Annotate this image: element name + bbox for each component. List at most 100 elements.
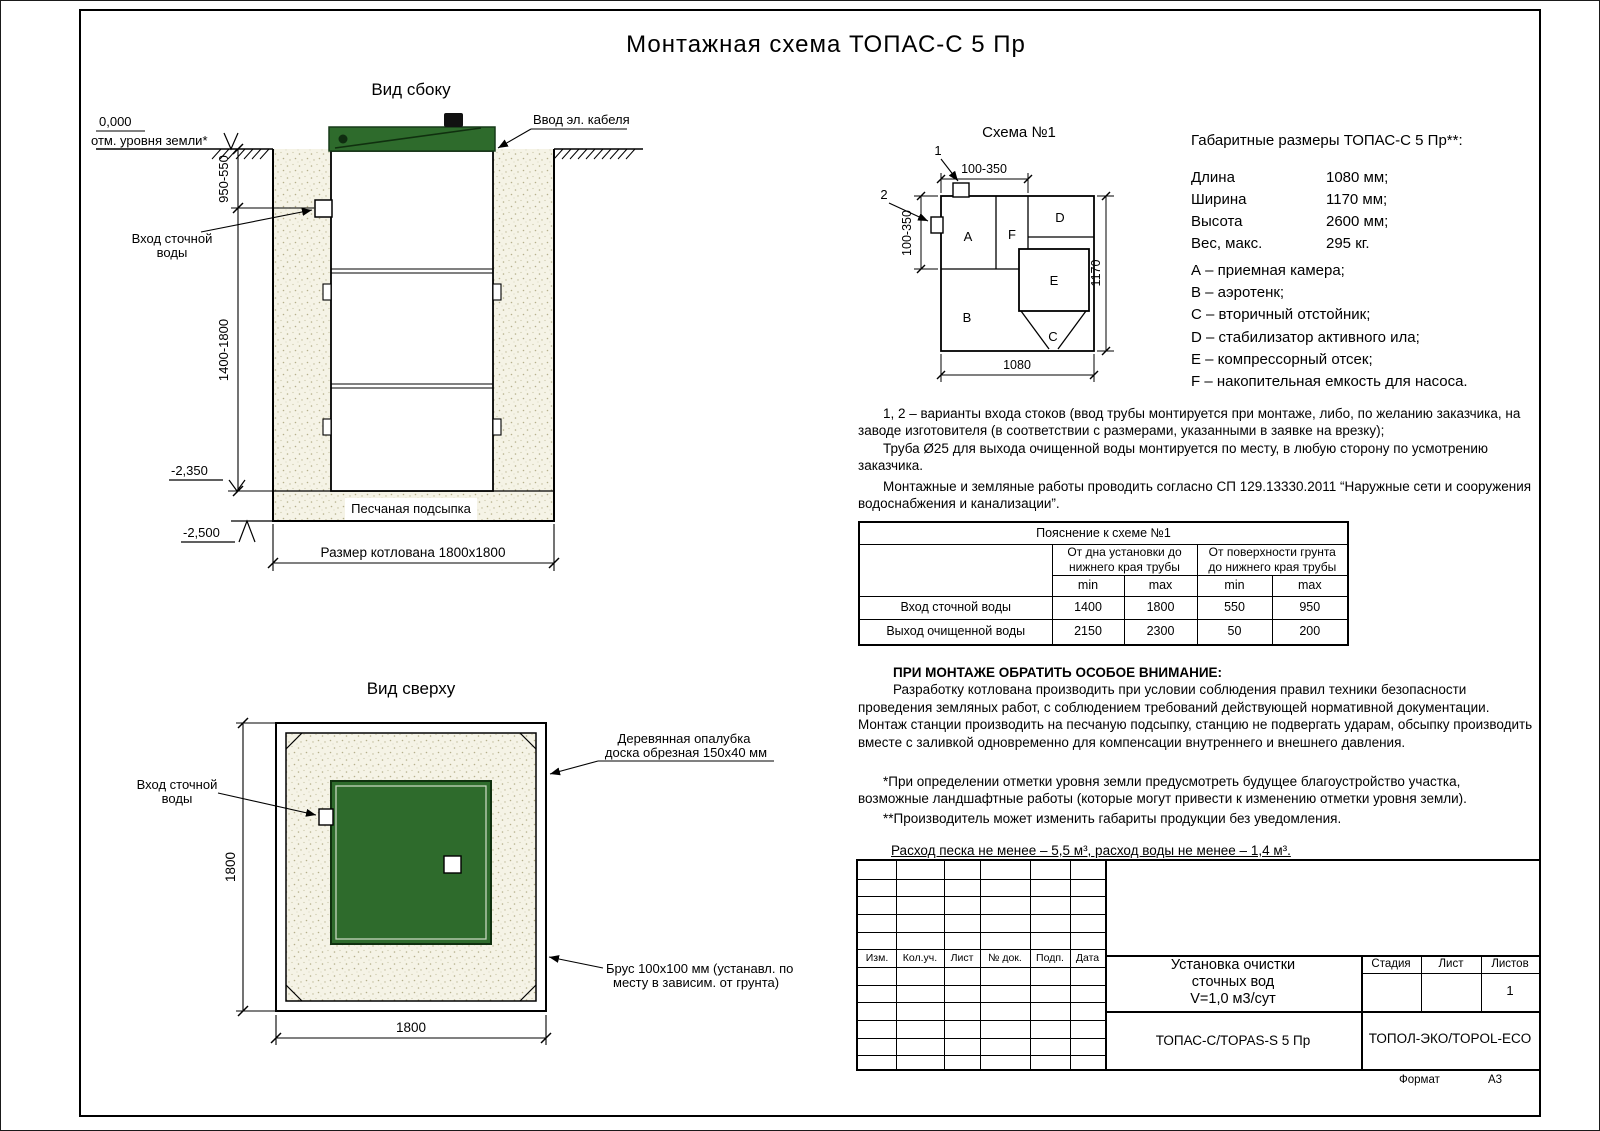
table-cell: 950 (1271, 596, 1349, 620)
cable-leader (497, 128, 627, 149)
consumption-note: Расход песка не менее – 5,5 м³, расход в… (891, 843, 1291, 858)
tb-stage-label: Стадия (1371, 958, 1411, 970)
dim-top: 100-350 (961, 162, 1007, 176)
tb-col-podp: Подп. (1036, 952, 1064, 964)
tank-lid (328, 126, 496, 152)
footnote-producer: **Производитель может изменить габариты … (883, 810, 1342, 826)
tb-col-data: Дата (1075, 952, 1100, 964)
table-title: Пояснение к схеме №1 (858, 521, 1349, 545)
table-row-label: Вход сточной воды (858, 596, 1053, 620)
explanation-table: Пояснение к схеме №1 От дна установки до… (858, 521, 1350, 646)
table-row-label: Выход очищенной воды (858, 619, 1053, 646)
spec-row: Высота 2600 мм; (1191, 211, 1388, 233)
tb-line (980, 861, 981, 1069)
table-corner-cell (858, 544, 1053, 597)
formwork-label-line1: Деревянная опалубка (618, 731, 752, 746)
zero-level-value: 0,000 (99, 114, 132, 129)
inlet-leader (217, 792, 317, 817)
note-pipe: Труба Ø25 для выхода очищенной воды монт… (858, 440, 1489, 474)
inlet-label-line2: воды (162, 791, 193, 806)
dim-body-depth: 1400-1800 (216, 319, 231, 381)
tb-col-izm: Изм. (865, 952, 889, 964)
table-cell: 2300 (1123, 619, 1198, 646)
sand-backfill (273, 149, 554, 521)
dim-left: 100-350 (900, 210, 914, 256)
tb-sheets-value: 1 (1506, 983, 1514, 998)
legend-item: А – приемная камера; (1191, 262, 1345, 279)
table-max-header: max (1123, 575, 1198, 597)
tb-line (858, 967, 1105, 968)
tank-top-inner-line (335, 785, 487, 940)
table-colgroup-1: От дна установки до нижнего края трубы (1051, 544, 1198, 576)
cell-d: D (1055, 210, 1064, 225)
legend-item: F – накопительная емкость для насоса. (1191, 373, 1468, 391)
table-cell: 1400 (1051, 596, 1125, 620)
spec-label: Длина (1191, 169, 1235, 186)
tb-line (1105, 861, 1107, 1069)
scheme-drawing: Схема №1 А В С D Е F 1 2 100-350 (880, 124, 1114, 382)
inlet-stub-top (318, 808, 334, 826)
ground-hatch (211, 148, 636, 160)
beam-label-line1: Брус 100х100 мм (устанавл. по (606, 961, 793, 976)
tb-line (858, 985, 1105, 986)
lid-diagonal (334, 127, 482, 149)
inlet-stub (314, 199, 333, 218)
spec-value: 2600 мм; (1326, 213, 1389, 230)
table-cell: 50 (1196, 619, 1273, 646)
attention-heading: ПРИ МОНТАЖЕ ОБРАТИТЬ ОСОБОЕ ВНИМАНИЕ: (893, 665, 1223, 680)
formwork-label-line2: доска обрезная 150х40 мм (605, 745, 767, 760)
sand-bedding-label: Песчаная подсыпка (351, 501, 471, 516)
tb-col-doc: № док. (988, 952, 1022, 964)
sheet-frame (79, 9, 1541, 1117)
inlet-leader (200, 208, 313, 233)
tb-line (1361, 955, 1363, 1069)
table-colgroup-2: От поверхности грунта до нижнего края тр… (1196, 544, 1349, 576)
depth-dimension-ticks (232, 143, 244, 497)
dim-width: 1800 (396, 1020, 426, 1035)
lid-hinge (338, 134, 348, 144)
table-cell: 2150 (1051, 619, 1125, 646)
dim-height: 1800 (223, 852, 238, 882)
spec-label: Высота (1191, 213, 1243, 230)
tb-company: ТОПОЛ-ЭКО/TOPOL-ECO (1368, 1031, 1532, 1046)
top-view-drawing: Вид сверху Вход сточной воды Деревянная … (137, 679, 793, 1045)
dim-right: 1170 (1089, 260, 1103, 287)
inlet-variant1-stub (952, 182, 970, 198)
note-variants: 1, 2 – варианты входа стоков (ввод трубы… (858, 406, 1521, 439)
note-regulations: Монтажные и земляные работы проводить со… (858, 479, 1532, 512)
beam-label-line2: месту в зависим. от грунта) (613, 975, 779, 990)
tb-line (1105, 1011, 1539, 1013)
bottom-dimension (936, 354, 1099, 382)
compartment-legend: А – приемная камера; В – аэротенк; С – в… (1191, 260, 1468, 393)
tank-ribs (331, 268, 493, 389)
doc-title-line1: Установка очистки (1170, 957, 1296, 973)
tb-line (858, 932, 1105, 933)
cell-c: С (1048, 329, 1057, 344)
level-bottom-mark (181, 519, 273, 543)
inlet-label-line1: Вход сточной (132, 231, 213, 246)
table-cell: 200 (1271, 619, 1349, 646)
pit-dimension-label: Размер котлована 1800х1800 (321, 545, 506, 560)
table-min-header: min (1051, 575, 1125, 597)
top-dimension (936, 173, 1033, 193)
doc-title-line2: сточных вод (1191, 974, 1275, 990)
notes-variants: 1, 2 – варианты входа стоков (ввод трубы… (858, 405, 1544, 475)
attention-body: Разработку котлована производить при усл… (858, 682, 1533, 750)
dim-bottom: 1080 (1003, 358, 1031, 372)
table-max-header: max (1271, 575, 1349, 597)
lid-cap (444, 113, 463, 127)
width-dimension-ticks (270, 1032, 552, 1044)
tb-sheet-label: Лист (1438, 958, 1464, 970)
tank-body (330, 150, 494, 492)
tb-col-koluch: Кол.уч. (902, 952, 938, 964)
spec-label: Вес, макс. (1191, 235, 1263, 252)
pit-outline (272, 149, 555, 522)
marker-2: 2 (880, 187, 887, 202)
legend-item: С – вторичный отстойник; (1191, 306, 1371, 324)
tb-line (858, 949, 1105, 950)
spec-value: 295 кг. (1326, 235, 1370, 252)
sheet-title: Монтажная схема ТОПАС-С 5 Пр (626, 31, 1026, 58)
tb-line (858, 1020, 1105, 1021)
inlet-label-line1: Вход сточной (137, 777, 218, 792)
